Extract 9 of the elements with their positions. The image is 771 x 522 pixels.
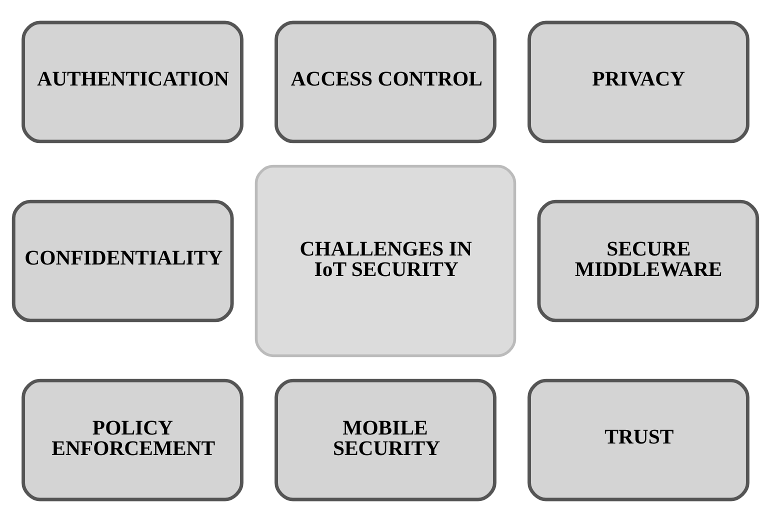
node-box: MOBILE SECURITY bbox=[274, 378, 496, 502]
node-box: CHALLENGES IN IoT SECURITY bbox=[254, 164, 516, 358]
node-box: CONFIDENTIALITY bbox=[12, 200, 234, 322]
node-box: POLICY ENFORCEMENT bbox=[22, 378, 244, 502]
node-box: AUTHENTICATION bbox=[22, 20, 244, 144]
node-box: TRUST bbox=[528, 378, 750, 502]
node-box: ACCESS CONTROL bbox=[274, 20, 496, 144]
node-box: SECURE MIDDLEWARE bbox=[537, 200, 760, 322]
node-box: PRIVACY bbox=[528, 20, 750, 144]
